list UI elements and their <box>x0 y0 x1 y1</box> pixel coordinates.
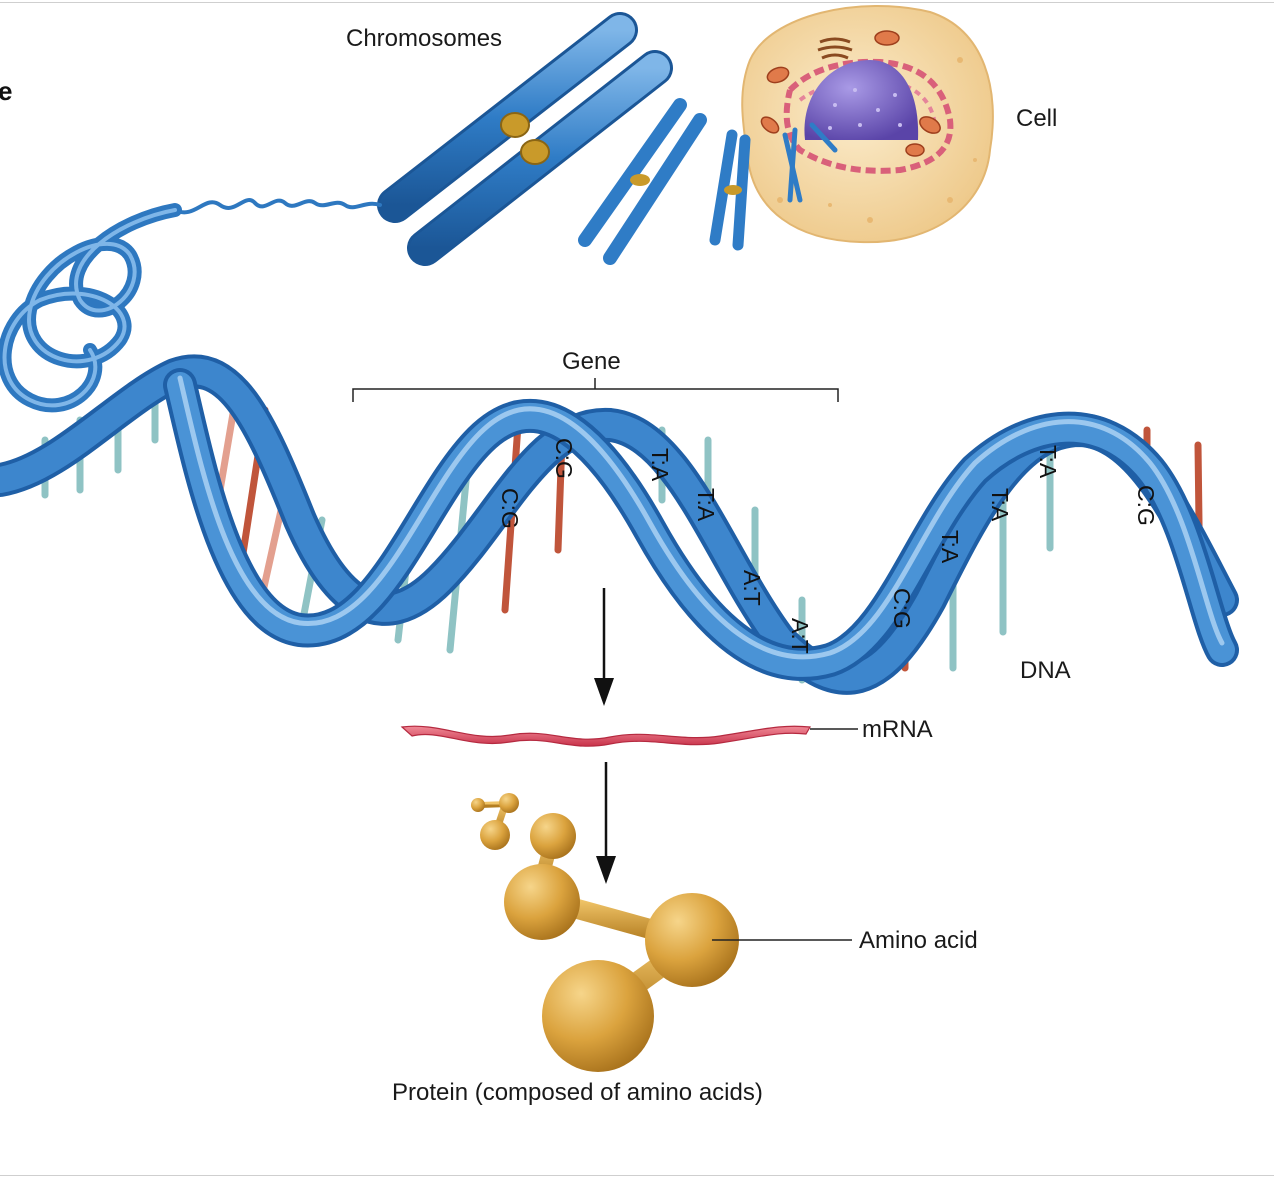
label-protein: Protein (composed of amino acids) <box>392 1079 763 1106</box>
bp-label-6: A:T <box>787 618 813 654</box>
dna-double-helix <box>0 354 1239 695</box>
bp-label-9: T:A <box>987 488 1013 522</box>
gene-bracket <box>352 378 839 402</box>
bp-label-1: C:G <box>497 488 523 529</box>
bp-label-7: C:G <box>889 588 915 629</box>
label-chromosomes: Chromosomes <box>346 25 503 52</box>
bp-label-2: C:G <box>551 438 577 479</box>
label-dna: DNA <box>1020 657 1071 684</box>
bp-label-4: T:A <box>693 488 719 522</box>
label-amino-acid: Amino acid <box>859 927 978 954</box>
mrna-strand <box>400 725 811 747</box>
bp-label-8: T:A <box>937 530 963 564</box>
cropped-title-fragment: e <box>0 76 13 106</box>
label-gene: Gene <box>562 348 621 375</box>
base-pair-labels: C:G C:G T:A T:A A:T A:T C:G T:A T:A T:A … <box>497 438 1159 654</box>
protein-molecule <box>471 793 739 1072</box>
flow-arrows <box>594 588 616 884</box>
cell-illustration <box>741 5 994 244</box>
bottom-border <box>0 1175 1274 1176</box>
bp-label-3: T:A <box>647 448 673 482</box>
label-mrna: mRNA <box>862 716 933 743</box>
label-cell: Cell <box>1016 105 1058 132</box>
bp-label-5: A:T <box>739 570 765 606</box>
top-border <box>0 2 1274 3</box>
chromosomes-illustration <box>377 12 751 266</box>
coiled-dna <box>0 198 382 413</box>
bp-label-11: C:G <box>1133 485 1159 526</box>
bp-label-10: T:A <box>1035 445 1061 479</box>
